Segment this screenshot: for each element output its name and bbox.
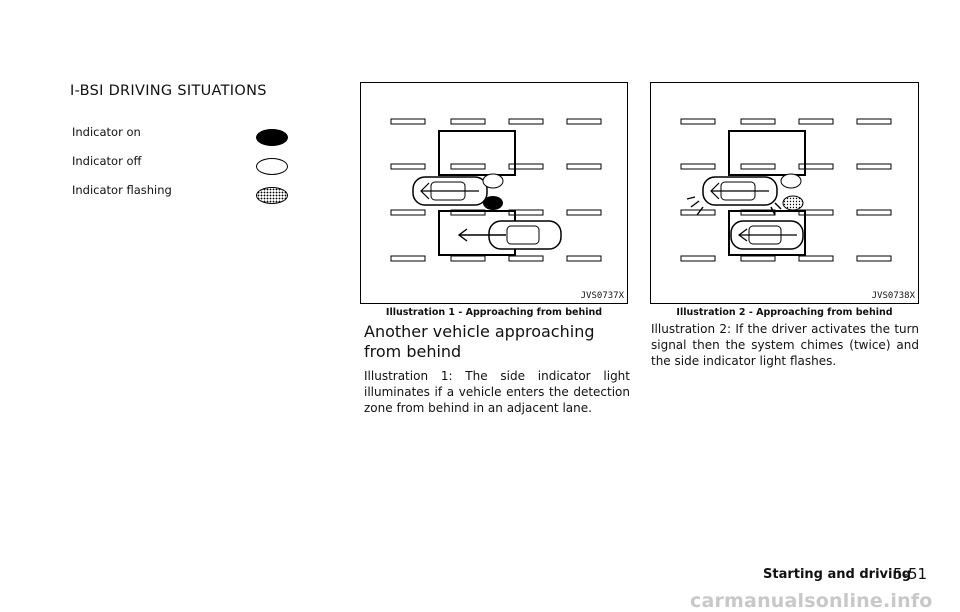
indicator-on-icon [256, 129, 288, 146]
illustration-1-caption: Illustration 1 - Approaching from behind [385, 307, 603, 318]
illustration-1: JVS0737X [360, 82, 628, 304]
footer-section-title: Starting and driving [763, 567, 912, 582]
legend-label-off: Indicator off [72, 154, 142, 168]
paragraph-illustration-2: Illustration 2: If the driver activates … [651, 322, 919, 368]
indicator-flashing-icon [256, 187, 288, 204]
illustration-1-drawing [390, 118, 602, 262]
footer-page-number: 5-51 [893, 565, 928, 583]
illustration-1-code: JVS0737X [580, 291, 624, 301]
legend-label-on: Indicator on [72, 125, 141, 139]
section-title: I-BSI DRIVING SITUATIONS [70, 83, 267, 99]
watermark: carmanualsonline.info [690, 590, 933, 612]
legend-label-flashing: Indicator flashing [72, 183, 172, 197]
indicator-off-icon [256, 158, 288, 175]
illustration-2-code: JVS0738X [871, 291, 915, 301]
subsection-heading: Another vehicle approaching from behind [364, 322, 595, 361]
paragraph-illustration-1: Illustration 1: The side indicator light… [364, 369, 630, 415]
illustration-2-drawing [680, 118, 892, 262]
illustration-2-caption: Illustration 2 - Approaching from behind [676, 307, 893, 318]
illustration-2: JVS0738X [650, 82, 919, 304]
